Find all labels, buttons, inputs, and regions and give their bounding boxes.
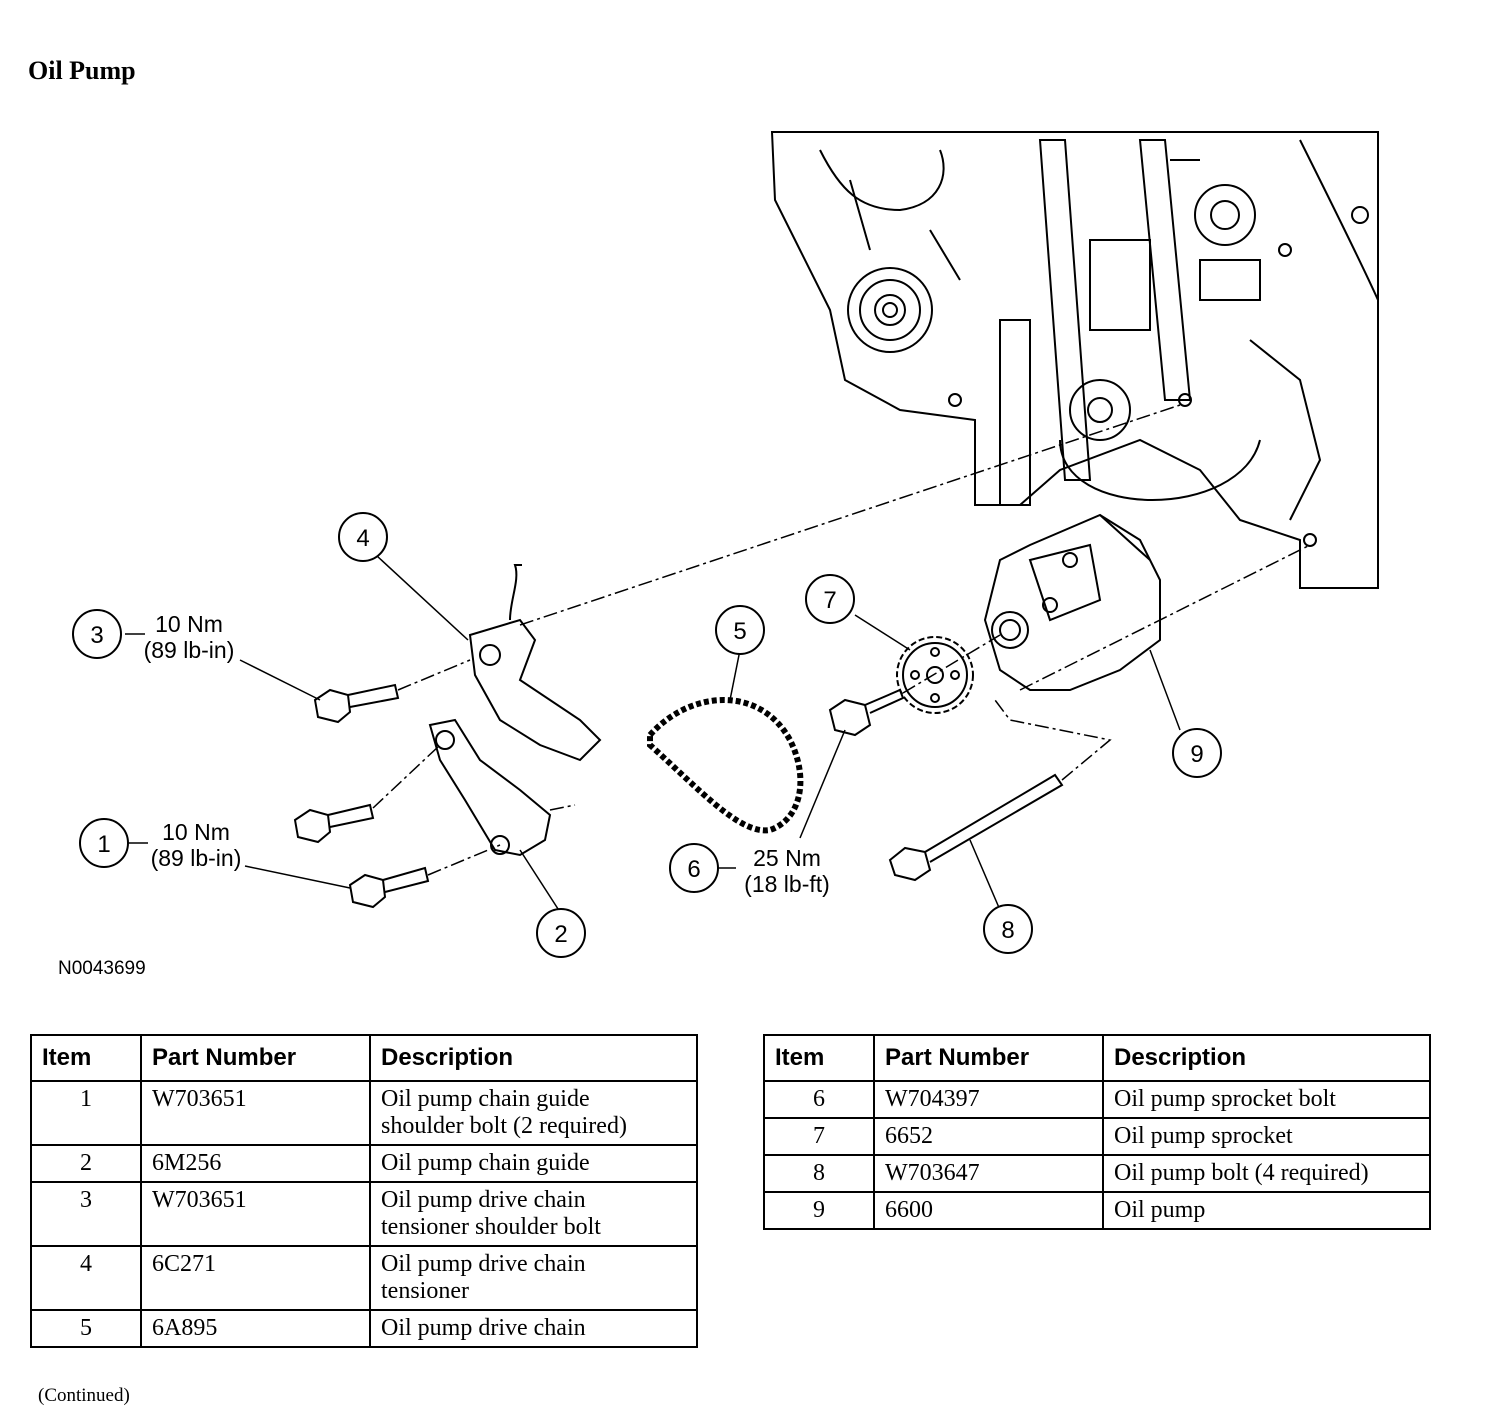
figure-id: N0043699 <box>58 958 146 979</box>
part-number-cell: W703651 <box>140 1080 371 1146</box>
item-cell: 6 <box>763 1080 875 1119</box>
header-description: Description <box>1102 1034 1431 1082</box>
description-line: shoulder bolt (2 required) <box>381 1113 627 1139</box>
oil-pump-sprocket <box>896 636 974 714</box>
page-title: Oil Pump <box>28 56 136 85</box>
sprocket-bolt <box>828 688 905 737</box>
callout-number-8: 8 <box>1001 917 1014 944</box>
continued-note: (Continued) <box>38 1385 130 1406</box>
callout-number-1: 1 <box>97 831 110 858</box>
callout-circle-3 <box>72 609 122 659</box>
callout-circle-9 <box>1172 728 1222 778</box>
parts-table-right: Item Part Number Description 6 W704397 O… <box>763 1034 1431 1230</box>
item-cell: 2 <box>30 1144 142 1183</box>
callout-number-9: 9 <box>1190 741 1203 768</box>
part-number-cell: 6652 <box>873 1117 1104 1156</box>
chain-guide-shoulder-bolt-upper <box>293 803 375 844</box>
part-number-cell: 6M256 <box>140 1144 371 1183</box>
torque-label-6: 25 Nm <box>753 845 821 871</box>
description-cell: Oil pump chain guide <box>369 1144 698 1183</box>
table-row: 2 6M256 Oil pump chain guide <box>30 1144 698 1183</box>
table-row: 8 W703647 Oil pump bolt (4 required) <box>763 1154 1431 1193</box>
callout-circle-2 <box>536 908 586 958</box>
description-line: tensioner shoulder bolt <box>381 1214 601 1240</box>
callout-number-3: 3 <box>90 622 103 649</box>
part-number-cell: 6C271 <box>140 1245 371 1311</box>
oil-pump-drive-chain <box>647 697 804 834</box>
callout-circle-7 <box>805 574 855 624</box>
description-line: tensioner <box>381 1278 469 1304</box>
item-cell: 8 <box>763 1154 875 1193</box>
torque-alt-label-3: (89 lb-in) <box>144 637 235 663</box>
exploded-view-diagram: 3 4 5 7 9 1 6 2 8 10 Nm (89 lb-in) 10 Nm… <box>58 131 1379 979</box>
callout-circle-4 <box>338 512 388 562</box>
description-line: Oil pump drive chain <box>381 1187 586 1213</box>
description-line: Oil pump drive chain <box>381 1251 586 1277</box>
callout-circle-8 <box>983 904 1033 954</box>
callout-number-6: 6 <box>687 856 700 883</box>
table-row: 9 6600 Oil pump <box>763 1191 1431 1230</box>
parts-table-left: Item Part Number Description 1 W703651 O… <box>30 1034 698 1348</box>
callout-number-7: 7 <box>823 587 836 614</box>
table-row: 5 6A895 Oil pump drive chain <box>30 1309 698 1348</box>
header-description: Description <box>369 1034 698 1082</box>
item-cell: 5 <box>30 1309 142 1348</box>
callout-circle-5 <box>715 605 765 655</box>
callout-number-5: 5 <box>733 618 746 645</box>
description-cell: Oil pump drive chain <box>369 1309 698 1348</box>
header-part-number: Part Number <box>140 1034 371 1082</box>
header-item: Item <box>30 1034 142 1082</box>
description-cell: Oil pump <box>1102 1191 1431 1230</box>
description-line: Oil pump chain guide <box>381 1150 590 1176</box>
part-number-cell: W703647 <box>873 1154 1104 1193</box>
table-header-row: Item Part Number Description <box>30 1034 698 1082</box>
item-cell: 7 <box>763 1117 875 1156</box>
oil-pump-bolt <box>888 773 1064 882</box>
callout-circle-1 <box>79 818 129 868</box>
table-row: 6 W704397 Oil pump sprocket bolt <box>763 1080 1431 1119</box>
part-number-cell: 6A895 <box>140 1309 371 1348</box>
part-number-cell: 6600 <box>873 1191 1104 1230</box>
item-cell: 4 <box>30 1245 142 1311</box>
item-cell: 9 <box>763 1191 875 1230</box>
callout-number-4: 4 <box>356 525 369 552</box>
callout-number-2: 2 <box>554 921 567 948</box>
torque-label-1: 10 Nm <box>162 819 230 845</box>
description-cell: Oil pump sprocket <box>1102 1117 1431 1156</box>
part-number-cell: W703651 <box>140 1181 371 1247</box>
description-cell: Oil pump bolt (4 required) <box>1102 1154 1431 1193</box>
description-line: Oil pump drive chain <box>381 1315 586 1341</box>
oil-pump <box>983 513 1161 691</box>
torque-label-3: 10 Nm <box>155 611 223 637</box>
description-cell: Oil pump sprocket bolt <box>1102 1080 1431 1119</box>
part-number-cell: W704397 <box>873 1080 1104 1119</box>
chain-guide-shoulder-bolt-lower <box>348 866 430 909</box>
header-part-number: Part Number <box>873 1034 1104 1082</box>
oil-pump-drive-chain-tensioner <box>468 564 602 762</box>
leader-lines <box>125 555 1181 913</box>
torque-alt-label-6: (18 lb-ft) <box>744 871 830 897</box>
description-line: Oil pump chain guide <box>381 1086 590 1112</box>
alignment-lines <box>372 404 1311 876</box>
item-cell: 1 <box>30 1080 142 1146</box>
table-header-row: Item Part Number Description <box>763 1034 1431 1082</box>
tensioner-shoulder-bolt <box>313 683 400 724</box>
torque-alt-label-1: (89 lb-in) <box>151 845 242 871</box>
callout-circle-6 <box>669 843 719 893</box>
header-item: Item <box>763 1034 875 1082</box>
engine-front-cover <box>770 131 1379 589</box>
oil-pump-chain-guide <box>428 718 552 857</box>
item-cell: 3 <box>30 1181 142 1247</box>
table-row: 7 6652 Oil pump sprocket <box>763 1117 1431 1156</box>
